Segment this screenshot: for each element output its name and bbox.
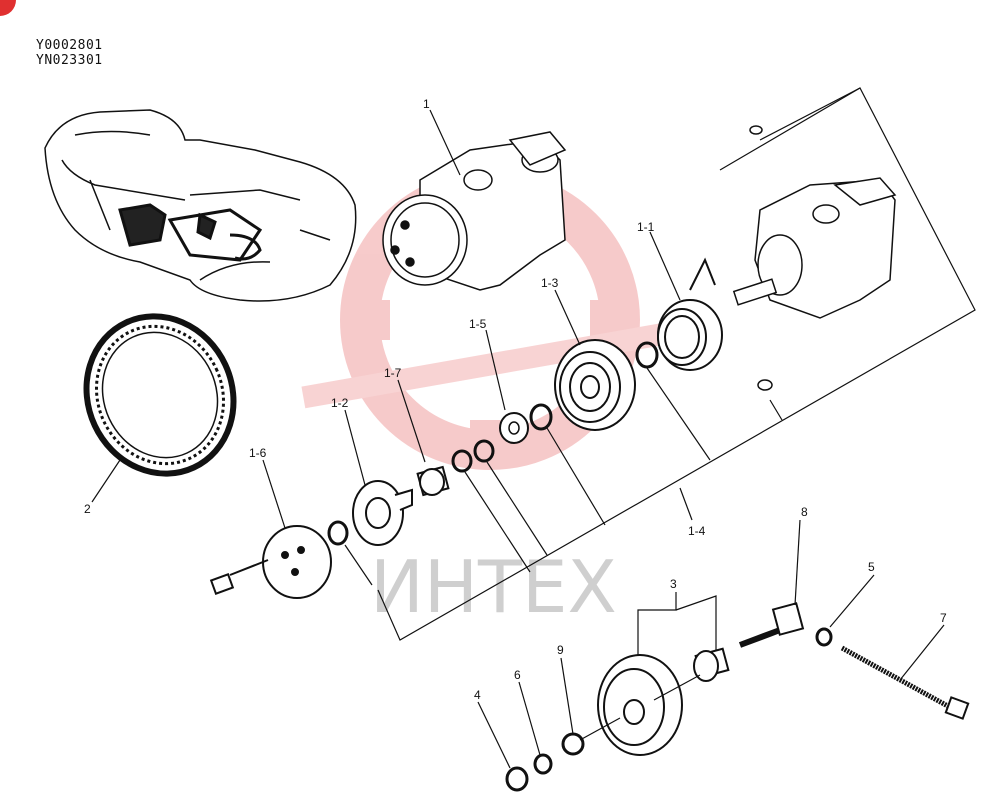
washer	[815, 627, 833, 647]
drawing-code: Y0002801	[36, 38, 103, 53]
callout-5: 5	[868, 560, 875, 574]
callout-7: 7	[940, 611, 947, 625]
callout-4: 4	[474, 688, 481, 702]
bushing	[416, 465, 450, 497]
callout-1-1: 1-1	[637, 220, 655, 234]
callout-1-5: 1-5	[469, 317, 487, 331]
callout-1-4: 1-4	[688, 524, 706, 538]
idler-bearing	[693, 647, 730, 682]
drawing-code: YN023301	[36, 53, 103, 68]
drawing-codes: Y0002801 YN023301	[36, 38, 103, 68]
idler-pulley	[597, 654, 683, 756]
callout-labels: 1 1-1 1-3 1-5 1-7 1-2 1-6 2 1-4 3 8 5 7 …	[84, 97, 947, 702]
clutch-pulley	[554, 339, 636, 431]
callout-8: 8	[801, 505, 808, 519]
machine-cab-illustration	[44, 109, 357, 302]
clutch-coil	[657, 257, 723, 371]
callout-6: 6	[514, 668, 521, 682]
compressor-body-exploded	[732, 125, 897, 391]
lock-washer	[533, 753, 553, 775]
callout-1-7: 1-7	[384, 366, 402, 380]
spacer-washer	[499, 412, 529, 444]
stud-bolt	[738, 602, 805, 648]
drive-belt	[83, 313, 237, 477]
corner-marker	[0, 0, 16, 16]
shim-ring	[473, 439, 495, 463]
snap-ring	[635, 341, 659, 369]
long-bolt	[840, 645, 970, 720]
clutch-hub	[352, 480, 413, 546]
leader-lines	[91, 87, 976, 769]
callout-1-3: 1-3	[541, 276, 559, 290]
flat-washer	[561, 732, 585, 756]
callout-1: 1	[423, 97, 430, 111]
front-cover-plate	[209, 525, 332, 599]
callout-1-2: 1-2	[331, 396, 349, 410]
retaining-ring	[529, 403, 553, 431]
compressor-assembly	[382, 131, 567, 291]
callout-2: 2	[84, 502, 91, 516]
callout-9: 9	[557, 643, 564, 657]
callout-1-6: 1-6	[249, 446, 267, 460]
callout-3: 3	[670, 577, 677, 591]
hub-nut	[327, 520, 349, 546]
lock-nut	[505, 766, 529, 792]
shim-ring	[451, 449, 473, 473]
